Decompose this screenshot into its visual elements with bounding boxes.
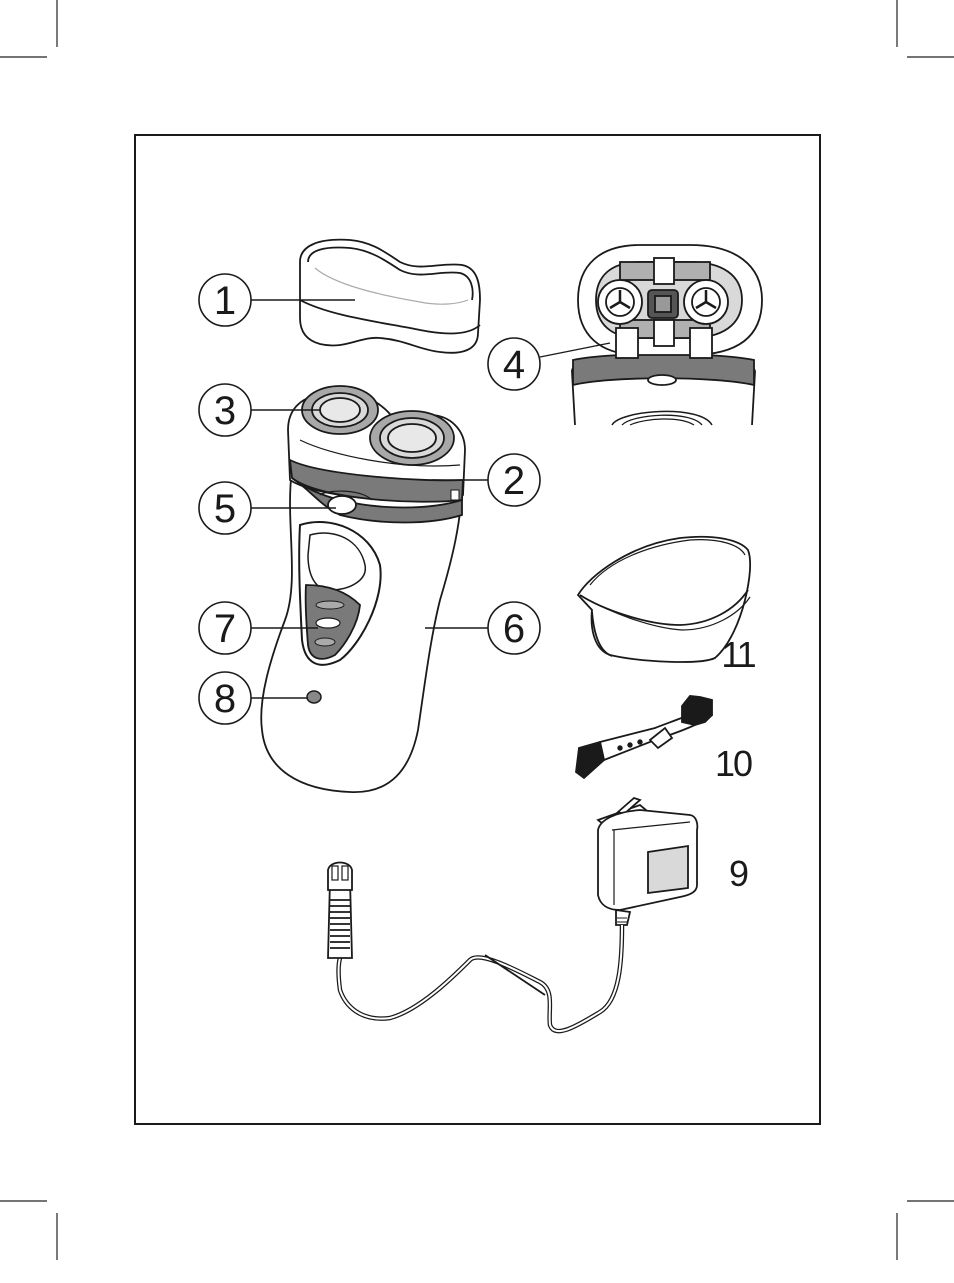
callout-5: 5 (199, 482, 251, 534)
callout-2-label: 2 (503, 459, 525, 503)
callout-1-label: 1 (214, 279, 236, 323)
callout-4-label: 4 (503, 343, 525, 387)
open-shaving-unit (572, 245, 762, 425)
callout-6-label: 6 (503, 607, 525, 651)
callout-4: 4 (488, 338, 540, 390)
callout-6: 6 (488, 602, 540, 654)
label-9: 9 (729, 853, 748, 894)
label-10: 10 (715, 743, 752, 784)
callout-5-label: 5 (214, 487, 236, 531)
power-cord (328, 863, 622, 1032)
adapter (598, 798, 697, 925)
callout-3-label: 3 (214, 389, 236, 433)
callout-2: 2 (488, 454, 540, 506)
callout-7: 7 (199, 602, 251, 654)
shaver (261, 386, 465, 792)
callout-8: 8 (199, 672, 251, 724)
label-11: 11 (721, 634, 755, 675)
callout-3: 3 (199, 384, 251, 436)
protection-cap (300, 240, 480, 353)
callout-7-label: 7 (214, 607, 236, 651)
cleaning-brush (576, 696, 712, 778)
callout-1: 1 (199, 274, 251, 326)
callout-8-label: 8 (214, 677, 236, 721)
